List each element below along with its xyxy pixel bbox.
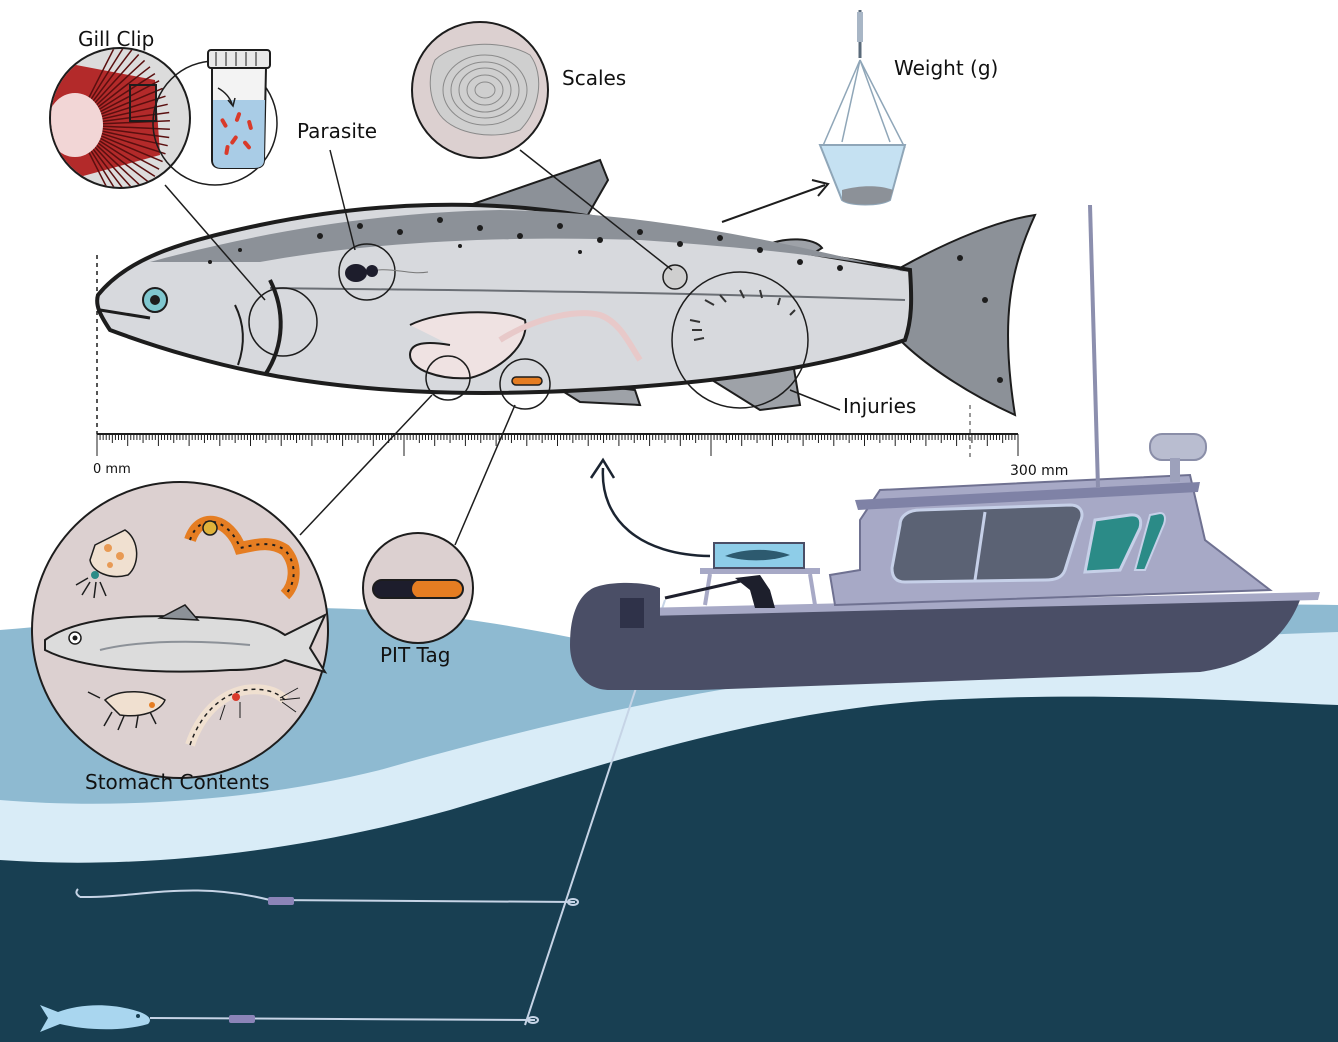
ruler-ticks	[97, 434, 1018, 456]
ruler-start-label: 0 mm	[93, 462, 131, 477]
scale-patch	[663, 265, 687, 289]
ruler-end-label: 300 mm	[1010, 463, 1068, 479]
boat-window-main	[892, 505, 1082, 582]
scales-inset: Scales	[412, 22, 626, 158]
gill-clip-label: Gill Clip	[78, 27, 154, 51]
scales-label: Scales	[562, 66, 626, 90]
main-fish	[97, 160, 1035, 415]
arrow-to-weight	[722, 185, 825, 222]
line-float-upper	[268, 897, 294, 905]
line-float-lower	[229, 1015, 255, 1023]
gill-clip-inset: Gill Clip	[47, 27, 277, 210]
pit-tag-inside	[512, 377, 542, 385]
parasite-label: Parasite	[297, 119, 377, 143]
tail-fin	[900, 215, 1035, 415]
weight-label: Weight (g)	[894, 56, 998, 80]
boat-antenna	[1090, 205, 1098, 488]
sample-vial	[208, 50, 270, 168]
injuries-label: Injuries	[843, 394, 916, 418]
arrow-boat-to-fish	[603, 468, 710, 556]
outboard-motor	[570, 583, 660, 690]
boat-radar-dome	[1150, 434, 1206, 460]
pit-tag-label: PIT Tag	[380, 643, 450, 667]
stomach-contents-label: Stomach Contents	[85, 770, 270, 794]
weight-scale: Weight (g)	[820, 10, 998, 205]
